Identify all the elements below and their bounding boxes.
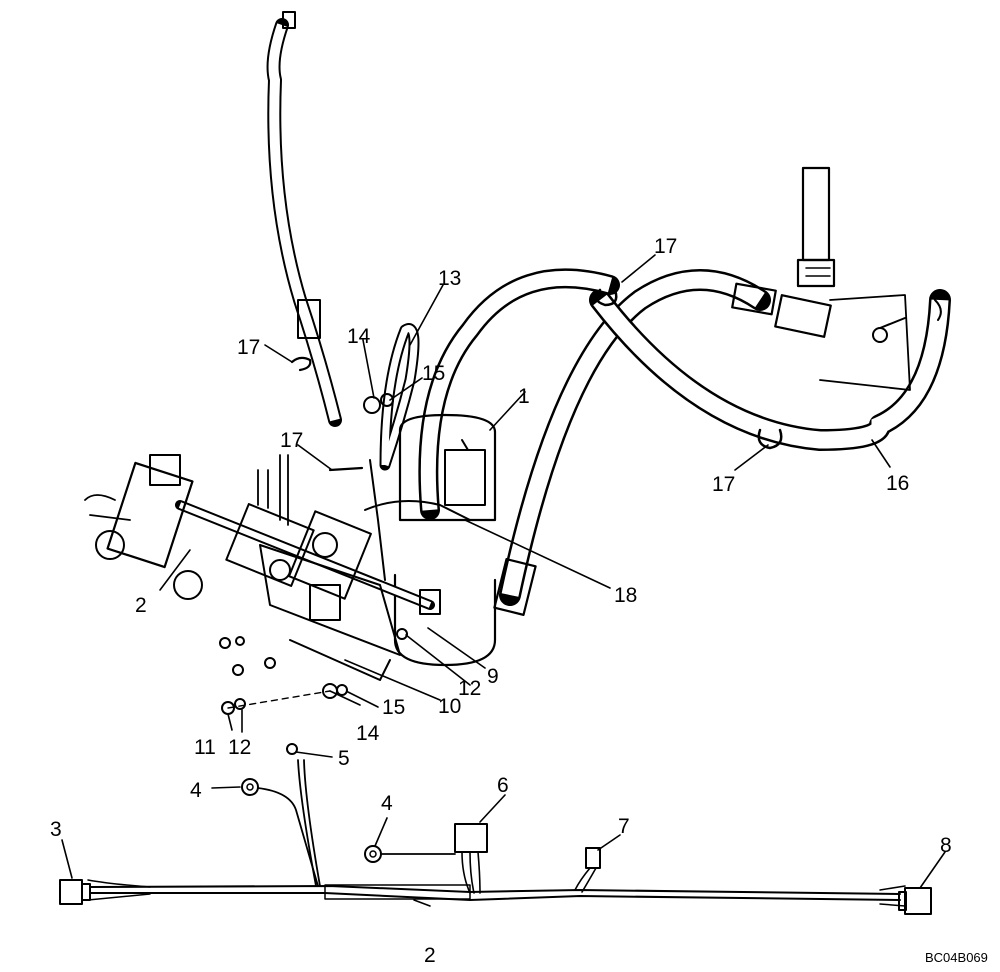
callout-17-top: 17 [654,235,677,258]
pigtail-connector [574,847,601,893]
callout-1: 1 [518,385,530,408]
leader-lines [61,254,946,907]
callout-7: 7 [618,815,630,838]
callout-4: 4 [190,779,202,802]
callout-2: 2 [135,594,147,617]
connector-left [59,879,91,905]
callout-3: 3 [50,818,62,841]
callout-8: 8 [940,834,952,857]
callouts: 1 2 2 3 4 4 5 6 7 8 9 10 11 12 12 13 14 … [50,235,952,967]
callout-10: 10 [438,695,461,718]
callout-11: 11 [194,736,216,759]
ground-leads [241,743,456,887]
callout-15: 15 [422,362,445,385]
hose-16 [493,269,951,616]
callout-14: 14 [347,325,371,348]
mounting-plate [819,294,942,391]
callout-17-left: 17 [237,336,260,359]
cable-top [266,11,342,427]
callout-2-harness: 2 [424,944,436,967]
callout-12: 12 [228,736,251,759]
hose-13 [363,323,420,471]
motor-1 [393,413,497,667]
bracket [289,459,471,681]
figure-code: BC04B069 [925,950,988,965]
relay-connector [454,823,488,894]
solenoid-left [84,454,203,600]
connector-right [898,887,932,915]
callout-6: 6 [497,774,509,797]
callout-5: 5 [338,747,350,770]
hose-loop [418,268,620,520]
callout-16: 16 [886,472,909,495]
callout-4-relay: 4 [381,792,393,815]
callout-17-right: 17 [712,473,735,496]
hardware-fasteners [219,628,408,715]
clamps-17 [290,288,783,472]
callout-12-right: 12 [458,677,481,700]
callout-9: 9 [487,665,499,688]
valve-body [175,454,441,656]
callout-15-lower: 15 [382,696,405,719]
fitting-elbow [774,166,836,338]
callout-18: 18 [614,584,637,607]
main-wiring-harness [87,879,906,907]
callout-13: 13 [438,267,461,290]
callout-14-lower: 14 [356,722,380,745]
callout-17-center: 17 [280,429,303,452]
